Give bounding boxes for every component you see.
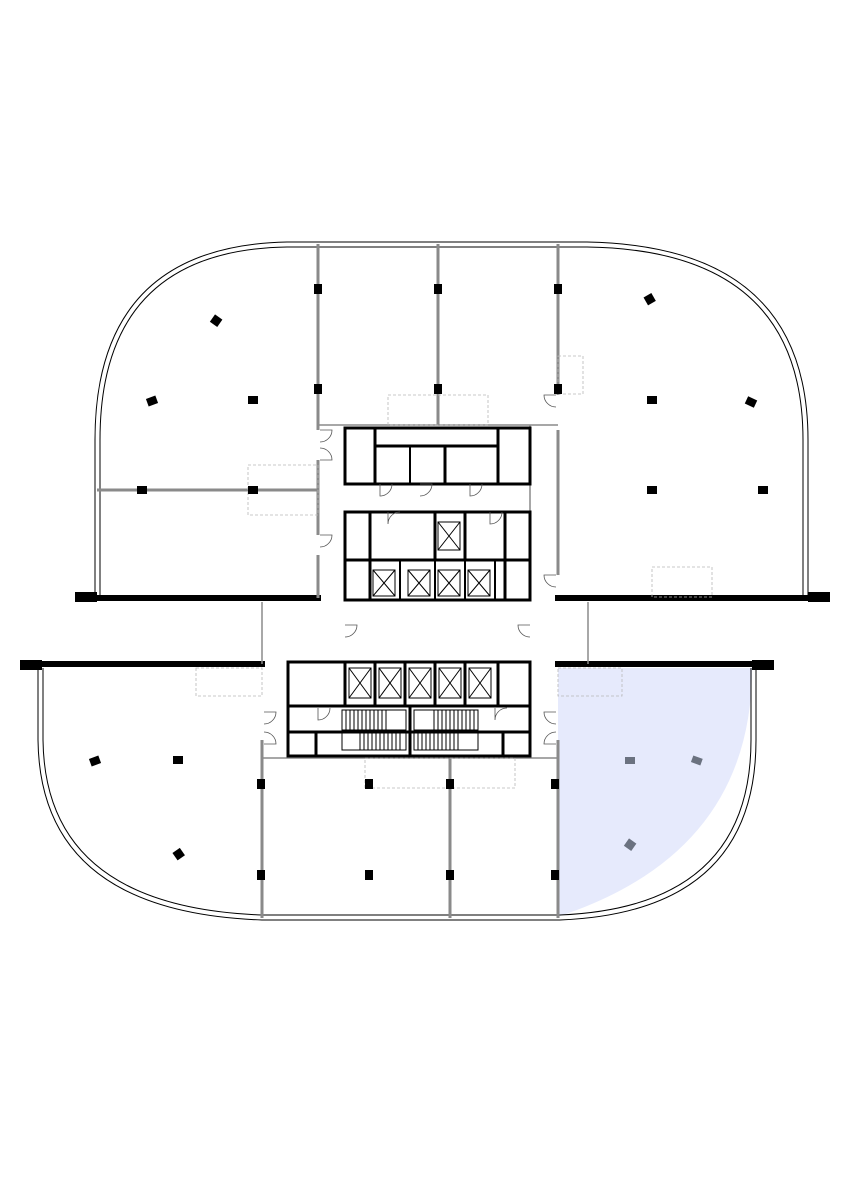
- upper-wing-partitions: [97, 244, 560, 598]
- lower-wing-partitions: [260, 602, 589, 918]
- upper-wing-facade: [94, 241, 809, 596]
- lower-elevators: [348, 667, 492, 699]
- highlighted-unit[interactable]: [558, 668, 752, 916]
- lower-wing-facade: [37, 668, 757, 921]
- slab-edges: [20, 592, 830, 670]
- lower-core: [286, 660, 532, 758]
- stairs: [341, 709, 479, 751]
- doors: [263, 394, 557, 745]
- upper-core: [343, 426, 532, 602]
- upper-elevators: [372, 521, 491, 597]
- columns: [88, 284, 768, 880]
- highlighted-unit-columns: [623, 755, 703, 851]
